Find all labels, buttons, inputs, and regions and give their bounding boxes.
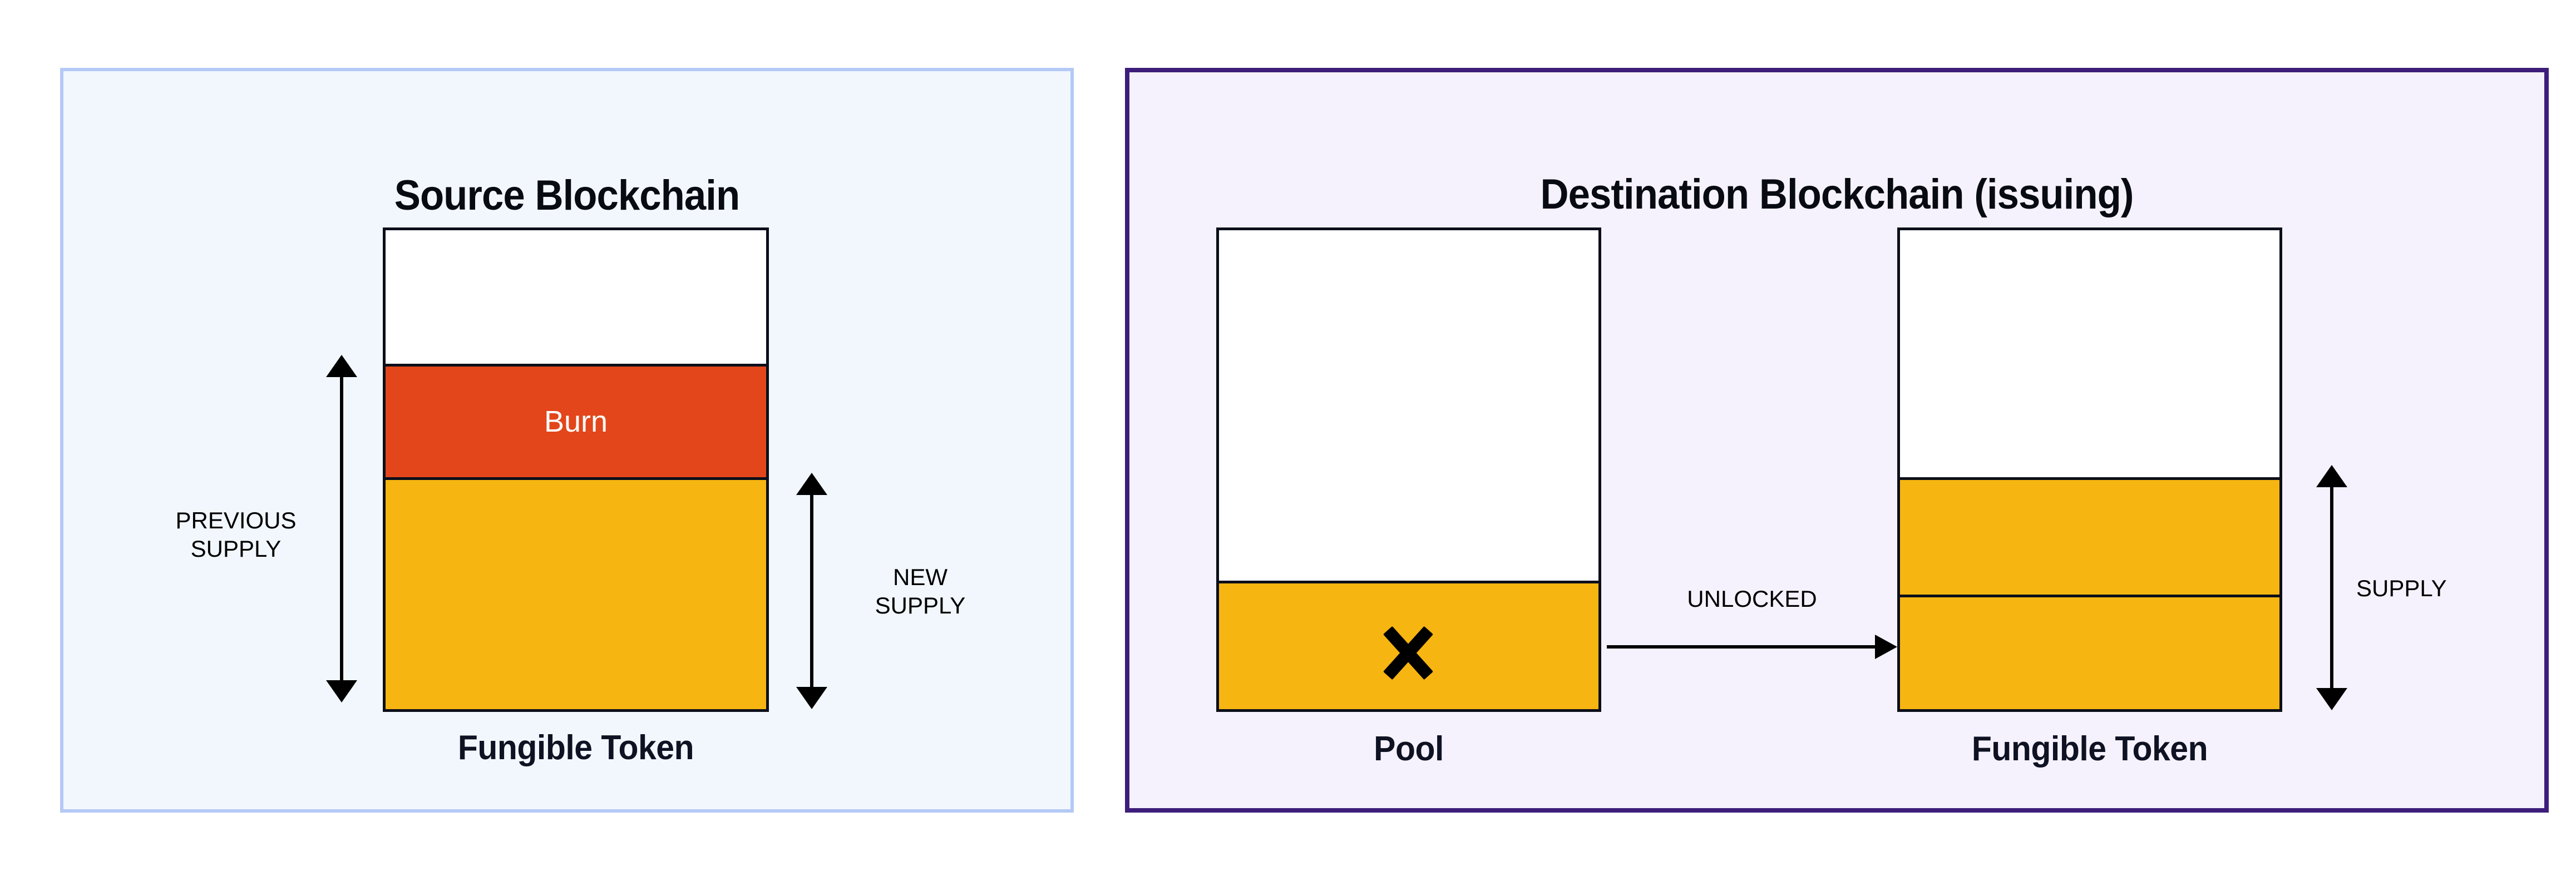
arrow-head-down-icon xyxy=(796,687,827,709)
arrow-head-up-icon xyxy=(326,355,357,377)
measure-previous-supply-arrow xyxy=(326,355,357,702)
measure-supply-arrow xyxy=(2316,465,2347,710)
arrow-shaft xyxy=(1607,645,1881,649)
panel-source-title: Source Blockchain xyxy=(394,172,740,219)
segment-remaining-supply xyxy=(386,477,766,709)
bar-destination-fungible-token xyxy=(1897,227,2282,712)
arrow-head-up-icon xyxy=(796,473,827,495)
caption-source-fungible-token: Fungible Token xyxy=(457,729,694,767)
bar-destination-pool xyxy=(1216,227,1601,712)
caption-destination-fungible-token: Fungible Token xyxy=(1971,730,2208,768)
arrow-head-down-icon xyxy=(2316,688,2347,710)
measure-previous-supply-label: PREVIOUS SUPPLY xyxy=(175,507,297,562)
arrow-head-down-icon xyxy=(326,680,357,702)
panel-destination-blockchain: Destination Blockchain (issuing) Pool UN… xyxy=(1125,68,2549,813)
caption-destination-pool: Pool xyxy=(1374,730,1444,768)
arrow-head-up-icon xyxy=(2316,465,2347,487)
x-mark-icon xyxy=(1378,622,1439,684)
arrow-shaft xyxy=(2330,484,2333,691)
bar-source-fungible-token: Burn xyxy=(383,227,769,712)
segment-burn: Burn xyxy=(386,364,766,477)
segment-existing-supply xyxy=(1900,477,2279,595)
segment-empty-headroom xyxy=(1219,230,1598,581)
segment-burn-label: Burn xyxy=(544,405,608,438)
panel-destination-title: Destination Blockchain (issuing) xyxy=(1540,171,2134,218)
segment-empty-headroom xyxy=(1900,230,2279,477)
measure-supply-label: SUPPLY xyxy=(2356,575,2447,601)
panel-source-blockchain: Source Blockchain Burn Fungible Token PR… xyxy=(60,68,1074,813)
arrow-head-right-icon xyxy=(1875,635,1897,659)
flow-arrow-unlocked-label: UNLOCKED xyxy=(1687,586,1817,612)
arrow-shaft xyxy=(810,492,813,690)
measure-new-supply-arrow xyxy=(796,473,827,709)
segment-unlocked-supply xyxy=(1900,595,2279,709)
flow-arrow-unlocked xyxy=(1607,635,1897,659)
arrow-shaft xyxy=(340,374,343,684)
segment-empty-headroom xyxy=(386,230,766,364)
measure-new-supply-label: NEW SUPPLY xyxy=(875,564,966,619)
